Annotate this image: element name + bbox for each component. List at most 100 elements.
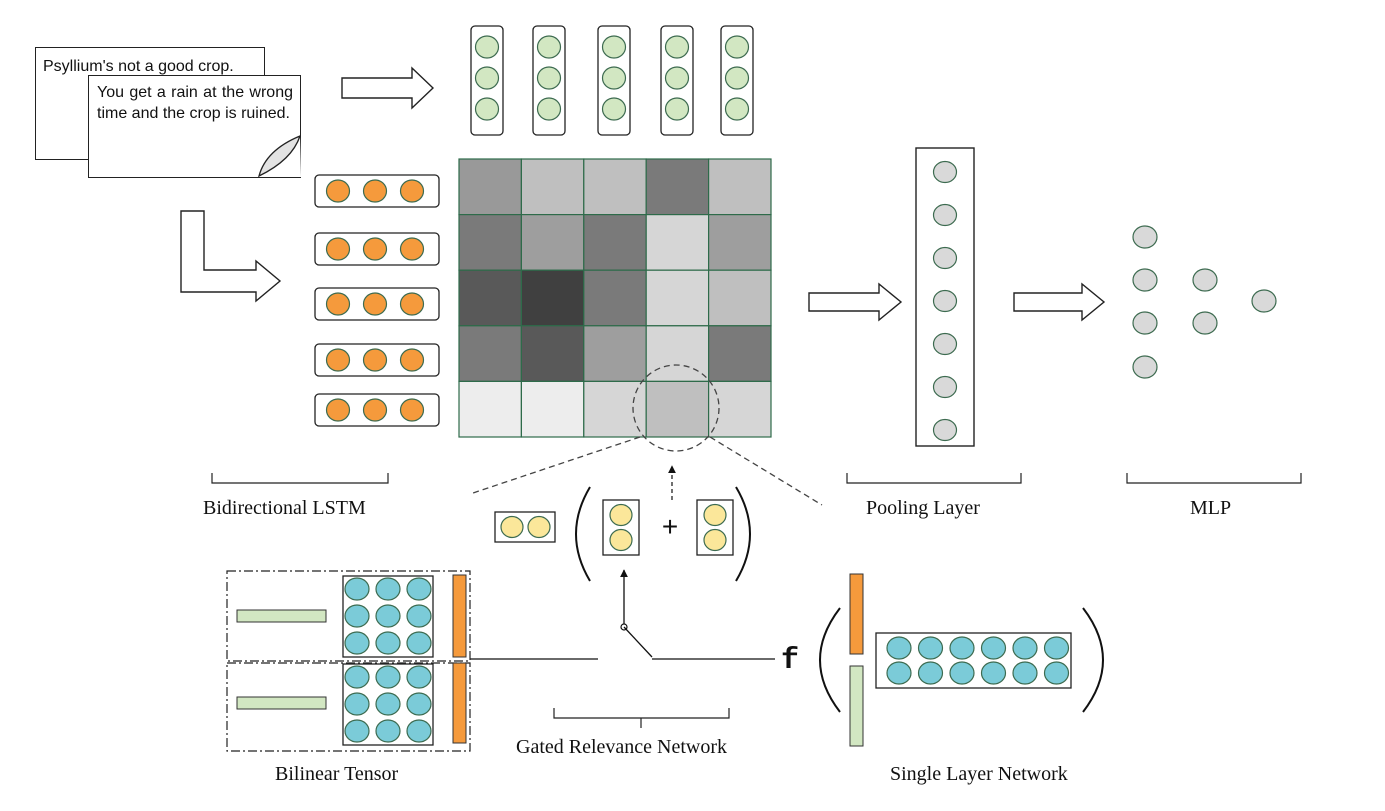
pooling-bracket [846,473,1022,484]
yellow-node [527,515,551,539]
orange-node [325,292,351,316]
gate-left-paren [575,486,591,582]
page-curl-icon [258,134,302,178]
top-word-vectors [470,25,754,136]
matrix-cell [458,269,523,327]
green-node [724,35,750,59]
mlp-node [1132,355,1158,379]
matrix-cell [583,269,647,327]
matrix-cell [707,158,772,216]
matrix-cell [645,158,710,216]
mlp-node [1192,268,1218,292]
pooling-node [932,332,958,356]
cyan-node [344,692,370,716]
matrix-cell [583,214,647,271]
bilinear-orange-bar-bottom [452,662,467,744]
bilinear-green-bar-top [236,609,327,623]
orange-node [399,398,425,422]
pooling-node [932,246,958,270]
pooling-node [932,375,958,399]
gate-vector-left [602,499,640,556]
label-bidirectional-lstm: Bidirectional LSTM [203,497,366,519]
bilinear-frame-top [226,570,471,662]
cyan-node [949,661,975,685]
yellow-node [609,503,633,527]
single-left-paren [819,607,841,713]
matrix-cell [707,380,772,438]
cyan-node [375,719,401,743]
orange-node [362,179,388,203]
matrix-cell [520,158,585,216]
matrix-cell [520,325,585,382]
bilinear-nodes [344,577,432,743]
matrix-cell [583,325,647,382]
orange-node [362,237,388,261]
mlp-node [1132,311,1158,335]
green-node [724,97,750,121]
cyan-node [344,604,370,628]
cyan-node [375,665,401,689]
matrix-cell [645,325,710,382]
cyan-node [1043,661,1070,685]
green-node [474,97,500,121]
cyan-node [406,719,432,743]
orange-node [362,292,388,316]
matrix-cell [458,214,523,271]
cyan-node [917,661,944,685]
orange-node [399,237,425,261]
cyan-node [375,631,401,655]
yellow-node [609,528,633,552]
gate-right-paren [735,486,751,582]
zoom-line-right [709,436,823,506]
block-arrow-to-mlp [1013,282,1106,322]
matrix-cell [707,269,772,327]
green-node [724,66,750,90]
matrix-cell [520,380,585,438]
cyan-node [406,665,432,689]
cyan-node [1012,661,1038,685]
single-orange-bar [849,573,864,655]
f-symbol: f [781,644,799,678]
cyan-node [406,692,432,716]
matrix-cell [645,269,710,327]
cyan-node [344,631,370,655]
label-gated-relevance-network: Gated Relevance Network [516,736,728,758]
cyan-node [375,692,401,716]
label-pooling-layer: Pooling Layer [866,497,980,519]
block-arrow-to-top-vectors [341,66,435,110]
switch-blade [623,626,653,658]
matrix-cell [520,214,585,271]
single-right-paren [1082,607,1104,713]
orange-node [325,179,351,203]
mlp-bracket [1126,473,1302,484]
block-arrow-to-left-vectors [180,210,282,303]
orange-node [325,237,351,261]
orange-node [325,348,351,372]
green-node [664,35,690,59]
label-single-layer-network: Single Layer Network [890,763,1068,785]
matrix-cell [707,325,772,382]
matrix-cell [645,380,710,438]
bilinear-orange-bar-top [452,574,467,658]
pooling-node [932,203,958,227]
cyan-node [375,577,401,601]
pooling-node [932,160,958,184]
green-node [601,97,627,121]
label-bilinear-tensor: Bilinear Tensor [275,763,399,785]
single-green-bar [849,665,864,747]
single-layer-nodes [886,636,1070,685]
yellow-node [500,515,524,539]
cyan-node [406,604,432,628]
relevance-matrix [458,158,772,438]
cyan-node [886,661,912,685]
matrix-cell [458,158,523,216]
orange-node [362,398,388,422]
bilstm-word-vectors [314,174,440,427]
gate-vertical-nodes [609,503,727,552]
cyan-node [406,631,432,655]
bilstm-bracket [211,473,389,484]
sentence-1-text: Psyllium's not a good crop. [43,58,234,75]
yellow-node [703,528,727,552]
mlp-node [1192,311,1218,335]
